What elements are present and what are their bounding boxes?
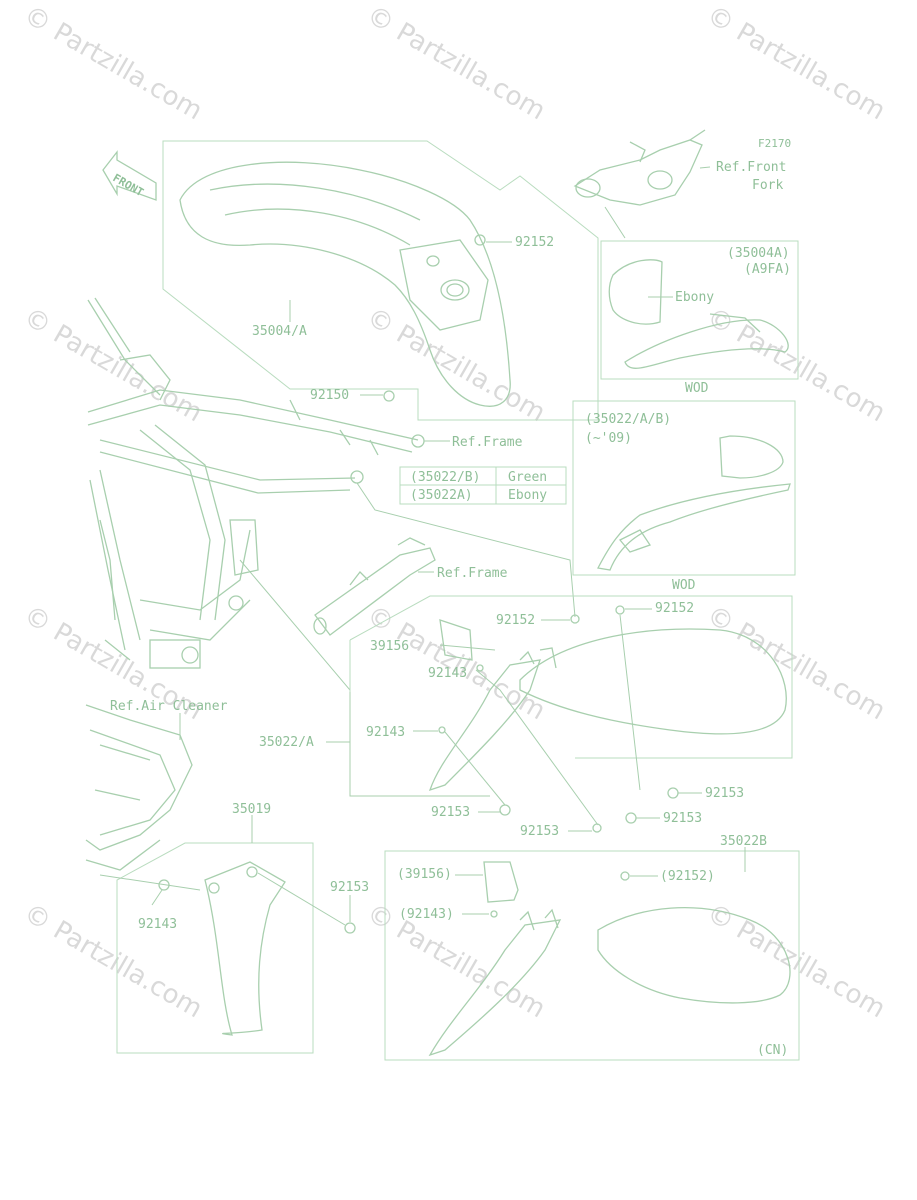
ref-front-fork-line2: Fork (752, 178, 783, 193)
label-92143-a: 92143 (428, 666, 467, 681)
inset-cn-92143: (92143) (399, 907, 454, 922)
inset-cn-tag: (CN) (757, 1043, 788, 1058)
watermark-11: © Partzilla.com (362, 898, 551, 1024)
frame-drawing (87, 297, 576, 797)
inset-wod-35022 (572, 400, 796, 576)
label-92153-b: 92153 (431, 805, 470, 820)
color-table: (35022/B) Green (35022A) Ebony (399, 466, 567, 505)
rear-fender-group-outline (349, 595, 793, 759)
mudflap-drawing (99, 815, 356, 1036)
label-92153-c: 92153 (663, 811, 702, 826)
inset-wod-35004a (600, 240, 799, 380)
ref-frame-2: Ref.Frame (437, 566, 508, 581)
inset-cn-35022b (384, 847, 800, 1061)
front-fork-drawing (573, 129, 711, 239)
inset-cn-39156: (39156) (397, 867, 452, 882)
ref-air-cleaner: Ref.Air Cleaner (110, 699, 228, 714)
label-92153-a: 92153 (705, 786, 744, 801)
label-35022b: 35022B (720, 834, 767, 849)
ref-front-fork-line1: Ref.Front (716, 160, 786, 175)
label-92152-top: 92152 (515, 235, 554, 250)
inset-cn-92152: (92152) (660, 869, 715, 884)
watermark-4: © Partzilla.com (19, 302, 208, 428)
watermark-10: © Partzilla.com (19, 898, 208, 1024)
inset2-code: (35022/A/B) (585, 412, 671, 427)
watermark-2: © Partzilla.com (362, 0, 551, 126)
label-92143-c: 92143 (138, 917, 177, 932)
air-cleaner-drawing (85, 704, 193, 871)
label-35022a: 35022/A (259, 735, 314, 750)
color-table-code-2: (35022A) (410, 488, 473, 503)
subframe-drawing (313, 537, 436, 636)
watermark-5: © Partzilla.com (362, 302, 551, 428)
label-92143-b: 92143 (366, 725, 405, 740)
label-92153-e: 92153 (330, 880, 369, 895)
color-table-code-1: (35022/B) (410, 470, 480, 485)
color-table-color-2: Ebony (508, 488, 547, 503)
watermark-6: © Partzilla.com (702, 302, 891, 428)
ref-frame-1: Ref.Frame (452, 435, 523, 450)
inset1-code: (35004A) (727, 246, 790, 261)
inset2-years: (~'09) (585, 431, 632, 446)
label-39156: 39156 (370, 639, 409, 654)
label-92153-d: 92153 (520, 824, 559, 839)
watermark-3: © Partzilla.com (702, 0, 891, 126)
label-35019: 35019 (232, 802, 271, 817)
inset1-color: Ebony (675, 290, 714, 305)
watermark-12: © Partzilla.com (702, 898, 891, 1024)
color-table-color-1: Green (508, 470, 547, 485)
front-arrow-icon: FRONT (102, 150, 157, 201)
watermarks: © Partzilla.com © Partzilla.com © Partzi… (19, 0, 891, 1024)
watermark-9: © Partzilla.com (702, 600, 891, 726)
rear-fender-drawing (326, 605, 787, 833)
front-fender-group-outline (162, 140, 599, 421)
figure-code: F2170 (758, 137, 791, 150)
inset1-caption: WOD (685, 381, 709, 396)
front-label: FRONT (111, 171, 147, 199)
front-fender-drawing (179, 161, 512, 407)
label-92152-b: 92152 (655, 601, 694, 616)
label-92150: 92150 (310, 388, 349, 403)
watermark-1: © Partzilla.com (19, 0, 208, 126)
mudflap-group-outline (116, 842, 314, 1054)
inset1-variant: (A9FA) (744, 262, 791, 277)
inset2-caption: WOD (672, 578, 696, 593)
label-92152-a: 92152 (496, 613, 535, 628)
label-35004a: 35004/A (252, 324, 307, 339)
